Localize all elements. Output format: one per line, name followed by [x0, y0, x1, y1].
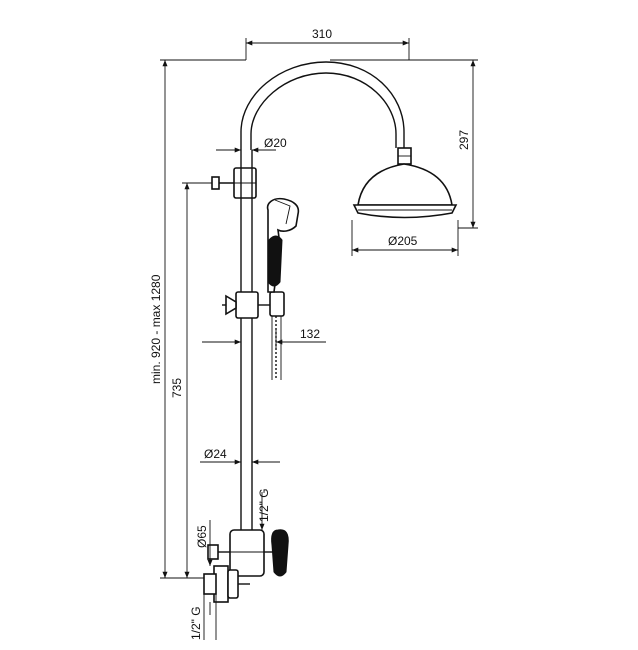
label-flange-diameter: Ø65: [195, 525, 209, 548]
label-head-diameter: Ø205: [388, 234, 418, 248]
gooseneck-arm: [240, 61, 405, 150]
label-handshower-offset: 132: [300, 327, 320, 341]
label-arm-height: 297: [457, 130, 471, 150]
label-arm-width: 310: [312, 27, 332, 41]
valve-lever: [271, 529, 289, 577]
label-inlet-thread: 1/2" G: [257, 488, 271, 522]
shower-fixture: [203, 61, 458, 603]
label-pipe-diameter-top: Ø20: [264, 136, 287, 150]
dimension-labels: 310 297 Ø20 Ø205 132 min. 920 - max 1280…: [149, 27, 471, 640]
label-lower-height: 735: [170, 378, 184, 398]
dimensions: [160, 38, 478, 640]
shower-head: [357, 163, 453, 206]
valve-body: [229, 529, 265, 577]
slider-bracket: [235, 291, 259, 319]
label-outlet-thread: 1/2" G: [189, 606, 203, 640]
label-total-height: min. 920 - max 1280: [149, 274, 163, 384]
label-pipe-diameter-main: Ø24: [204, 447, 227, 461]
